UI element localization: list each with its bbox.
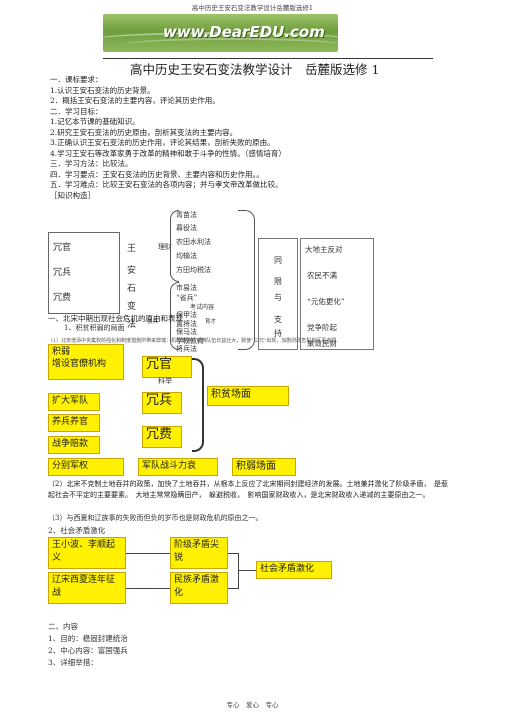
banner-wave <box>123 38 338 52</box>
section-label: 强兵 <box>147 319 159 325</box>
reform-char: 安 <box>127 266 137 276</box>
para-3: （3）与西夏和辽族事的失败而但负的岁币也是财政危机的原由之一。 <box>48 514 263 522</box>
causes-box <box>48 232 120 314</box>
intro-line: 2.研究王安石变法的历史原由，剖析其变法的主要内容。 <box>50 127 238 137</box>
social-heading: 2、社会矛盾激化 <box>48 526 106 535</box>
intro-line: 五．学习难点：比较王安石变法的各项内容；并与孝文帝改革做比较。 <box>50 180 283 189</box>
licai-label: 理财 <box>158 243 172 251</box>
part1-heading: 一、北宋中期出现社会危机的原由和表现 <box>48 314 183 323</box>
reform-char: 石 <box>127 284 137 294</box>
yellow-box: 战争赔款 <box>48 436 100 454</box>
reform-char: 法 <box>127 320 137 330</box>
measure-item: 保甲法 <box>176 311 197 319</box>
intro-line: 1.记忆本节课的基础知识。 <box>50 117 140 126</box>
yellow-box: 积弱 增设官僚机构 <box>48 344 124 380</box>
cause-label: 冗费 <box>53 293 72 303</box>
result-char: 同 <box>274 256 282 265</box>
join-line <box>228 553 238 554</box>
join-line <box>238 570 256 571</box>
reaction-item: 党争阶起 <box>307 323 337 332</box>
measure-item: “省兵” <box>176 294 198 302</box>
arrow-line <box>126 588 170 589</box>
reaction-item: 大地主反对 <box>305 245 343 254</box>
intro-line: 二．学习目标： <box>50 106 103 116</box>
part1-note: （1）北宋增添中央集权的强化和制度措施所带来弊端：机构臃肿，官僚队伍日益壮大，致… <box>48 338 337 344</box>
measure-item: 青苗法 <box>176 211 197 219</box>
para-2: （2）北宋不克制土地吞并的政策，加快了土地吞并，从根本上反应了北宋期间封建经济的… <box>48 480 448 499</box>
yellow-box: 民族矛盾激化 <box>170 572 228 604</box>
intro-line: 4.学习王安石等改革家勇于改革的精神和敢于斗争的性情。（感情培育） <box>50 148 286 158</box>
doc-intro: 一．课标要求： 1.认识王安石变法的历史背景。 2．概括王安石变法的主要内容，评… <box>50 75 286 201</box>
section-label: 育才 <box>205 319 217 325</box>
intro-line: 2．概括王安石变法的主要内容，评论其历史作用。 <box>50 96 220 105</box>
yellow-big-box: 冗官 <box>142 356 192 378</box>
measure-item: 考试内容 <box>190 304 215 311</box>
yellow-box: 分别军权 <box>48 458 124 476</box>
sub-label: 科举 <box>158 377 172 385</box>
site-banner: www.DearEDU.com <box>103 14 338 52</box>
content-line: 3、详细举措： <box>48 658 98 667</box>
content-heading: 二、内容 <box>48 622 78 631</box>
measure-item: 保马法 <box>176 328 197 336</box>
reform-char: 变 <box>127 302 137 312</box>
result-char: 限 <box>274 277 282 286</box>
reaction-item: “元佑更化” <box>307 297 345 306</box>
cause-label: 冗兵 <box>53 268 72 278</box>
intro-line: 1.认识王安石变法的历史背景。 <box>50 85 155 95</box>
join-line <box>238 553 239 589</box>
banner-url[interactable]: www.DearEDU.com <box>163 23 325 41</box>
result-brace <box>192 358 204 452</box>
content-line: 1、目的：稳固封建统治 <box>48 634 128 643</box>
footer: 专心 爱心 专心 <box>226 701 279 709</box>
yellow-box: 王小波、李顺起义 <box>48 537 126 569</box>
intro-line: 一．课标要求： <box>50 75 103 84</box>
content-line: 2、中心内容：富国强兵 <box>48 646 128 655</box>
arrow-line <box>126 553 170 554</box>
yellow-result-box: 积贫场面 <box>207 386 289 406</box>
yellow-box: 辽宋西夏连年征战 <box>48 572 126 604</box>
measure-item: 将兵法 <box>176 345 197 353</box>
yellow-box: 扩大军队 <box>48 393 100 411</box>
banner-wave <box>103 32 338 48</box>
yellow-big-box: 冗费 <box>142 426 182 448</box>
measure-item: 农田水利法 <box>176 238 211 246</box>
intro-line: 四．学习要点：王安石变法的历史背景、主要内容和历史作用。。 <box>50 169 264 179</box>
intro-line: ［知识构造］ <box>50 190 95 200</box>
reform-char: 王 <box>127 244 137 254</box>
yellow-result-box: 积弱场面 <box>232 458 296 476</box>
join-line <box>228 588 238 589</box>
intro-line: 三．学习方法：比较法。 <box>50 159 133 168</box>
yellow-box: 军队战斗力衰 <box>138 458 218 476</box>
yellow-big-box: 冗兵 <box>142 392 182 414</box>
measure-item: 市易法 <box>176 284 197 292</box>
cause-label: 冗官 <box>53 243 72 253</box>
reaction-item: 聚敛民财 <box>307 339 337 348</box>
page-header: 高中历史王安石变法教学设计岳麓版选修1 <box>191 4 314 12</box>
title-rule <box>103 58 433 59</box>
doc-title: 高中历史王安石变法教学设计 岳麓版选修 1 <box>130 62 380 77</box>
yellow-box: 社会矛盾激化 <box>256 561 332 579</box>
intro-line: 3.正确认识王安石变法的历史作用，评论其结果，剖析失败的原由。 <box>50 138 275 147</box>
measure-item: 均输法 <box>176 252 197 260</box>
reaction-box <box>300 238 374 350</box>
result-box <box>258 238 298 350</box>
yellow-box: 阶级矛盾尖锐 <box>170 537 228 569</box>
measure-item: 方田均税法 <box>176 266 211 274</box>
measure-item: 置将法 <box>176 320 197 328</box>
result-char: 与 <box>274 293 282 302</box>
part1-sub: 1、积贫积弱的局面 <box>64 324 125 332</box>
measure-item: 学校教育 <box>176 337 204 345</box>
yellow-box: 养兵养官 <box>48 414 100 432</box>
measures-brace <box>238 210 255 350</box>
measure-item: 募役法 <box>176 224 197 232</box>
result-char: 支 <box>274 315 282 324</box>
reaction-item: 农民不满 <box>307 271 337 280</box>
result-char: 持 <box>274 329 282 338</box>
